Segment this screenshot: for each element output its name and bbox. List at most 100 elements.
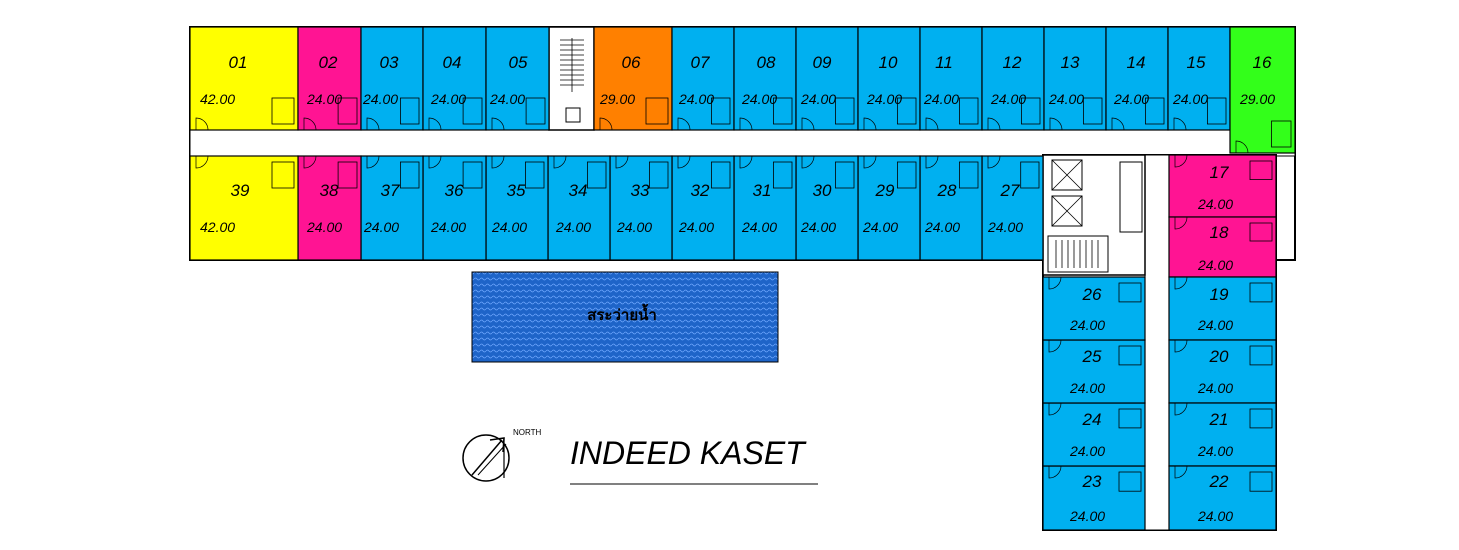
main-corridor bbox=[189, 129, 1296, 157]
bathroom-outline bbox=[1118, 345, 1142, 366]
unit-fill bbox=[733, 26, 797, 131]
unit-number: 21 bbox=[1209, 410, 1229, 429]
unit-area: 24.00 bbox=[616, 219, 652, 235]
unit-area: 24.00 bbox=[923, 91, 959, 107]
bathroom-outline bbox=[1083, 97, 1103, 125]
unit-fill bbox=[189, 26, 299, 131]
bathroom-outline bbox=[711, 161, 731, 189]
door-swing bbox=[1111, 117, 1125, 131]
bathroom-outline bbox=[1249, 345, 1273, 366]
unit-fill bbox=[547, 155, 611, 261]
door-swing bbox=[1049, 117, 1063, 131]
unit-fill bbox=[1042, 276, 1146, 341]
unit-area: 24.00 bbox=[678, 219, 714, 235]
unit-area: 24.00 bbox=[1069, 380, 1105, 396]
bathroom-outline bbox=[1118, 282, 1142, 303]
unit-area: 24.00 bbox=[741, 219, 777, 235]
unit-area: 24.00 bbox=[489, 91, 525, 107]
unit-number: 24 bbox=[1082, 410, 1102, 429]
unit-fill bbox=[1168, 339, 1277, 404]
bathroom-outline bbox=[897, 97, 917, 125]
unit-number: 34 bbox=[569, 181, 588, 200]
unit-fill bbox=[671, 26, 735, 131]
door-swing bbox=[491, 155, 505, 169]
unit-number: 18 bbox=[1210, 223, 1229, 242]
unit-area: 24.00 bbox=[924, 219, 960, 235]
unit-area: 24.00 bbox=[430, 91, 466, 107]
door-swing bbox=[553, 155, 567, 169]
unit-number: 25 bbox=[1082, 347, 1102, 366]
unit-number: 09 bbox=[813, 53, 832, 72]
unit-area: 29.00 bbox=[1239, 91, 1275, 107]
unit-fill bbox=[360, 155, 424, 261]
east-corridor bbox=[1144, 154, 1170, 531]
north-arrow-icon bbox=[462, 434, 510, 482]
unit-area: 24.00 bbox=[430, 219, 466, 235]
door-swing bbox=[428, 117, 442, 131]
unit-number: 14 bbox=[1127, 53, 1146, 72]
door-swing bbox=[1174, 339, 1188, 353]
bathroom-outline bbox=[337, 161, 358, 189]
bathroom-outline bbox=[1020, 161, 1040, 189]
unit-fill bbox=[1167, 26, 1231, 131]
door-swing bbox=[366, 117, 380, 131]
bathroom-outline bbox=[1271, 120, 1292, 148]
unit-number: 38 bbox=[320, 181, 339, 200]
unit-number: 06 bbox=[622, 53, 641, 72]
unit-fill bbox=[1168, 465, 1277, 531]
unit-fill bbox=[1043, 26, 1107, 131]
door-swing bbox=[987, 155, 1001, 169]
unit-area: 42.00 bbox=[200, 91, 235, 107]
bathroom-outline bbox=[649, 161, 669, 189]
bathroom-outline bbox=[1207, 97, 1227, 125]
unit-number: 17 bbox=[1210, 163, 1229, 182]
door-swing bbox=[1235, 140, 1249, 154]
door-swing bbox=[1048, 276, 1062, 290]
bathroom-outline bbox=[1021, 97, 1041, 125]
unit-number: 04 bbox=[443, 53, 462, 72]
unit-area: 24.00 bbox=[1197, 380, 1233, 396]
bathroom-outline bbox=[462, 161, 483, 189]
unit-fill bbox=[919, 26, 983, 131]
unit-36: 36 24.00 bbox=[422, 155, 487, 261]
door-swing bbox=[863, 155, 877, 169]
bathroom-outline bbox=[645, 97, 669, 125]
unit-number: 37 bbox=[381, 181, 400, 200]
door-swing bbox=[739, 155, 753, 169]
unit-fill bbox=[1168, 276, 1277, 341]
unit-fill bbox=[981, 155, 1044, 261]
unit-20: 20 24.00 bbox=[1168, 339, 1277, 404]
unit-area: 24.00 bbox=[1197, 443, 1233, 459]
unit-number: 03 bbox=[380, 53, 399, 72]
unit-number: 36 bbox=[445, 181, 464, 200]
unit-area: 24.00 bbox=[306, 219, 342, 235]
unit-fill bbox=[981, 26, 1045, 131]
bathroom-outline bbox=[897, 161, 917, 189]
door-swing bbox=[1174, 276, 1188, 290]
bathroom-outline bbox=[399, 161, 420, 189]
door-swing bbox=[925, 117, 939, 131]
unit-fill bbox=[485, 26, 550, 131]
unit-fill bbox=[857, 26, 921, 131]
bathroom-outline bbox=[1145, 97, 1165, 125]
unit-number: 01 bbox=[229, 53, 248, 72]
bathroom-outline bbox=[835, 97, 855, 125]
unit-18: 18 24.00 bbox=[1168, 216, 1277, 278]
bathroom-outline bbox=[271, 161, 295, 189]
bathroom-outline bbox=[773, 161, 793, 189]
unit-number: 20 bbox=[1209, 347, 1229, 366]
unit-area: 24.00 bbox=[1197, 257, 1233, 273]
unit-fill bbox=[485, 155, 549, 261]
unit-area: 24.00 bbox=[1197, 317, 1233, 333]
